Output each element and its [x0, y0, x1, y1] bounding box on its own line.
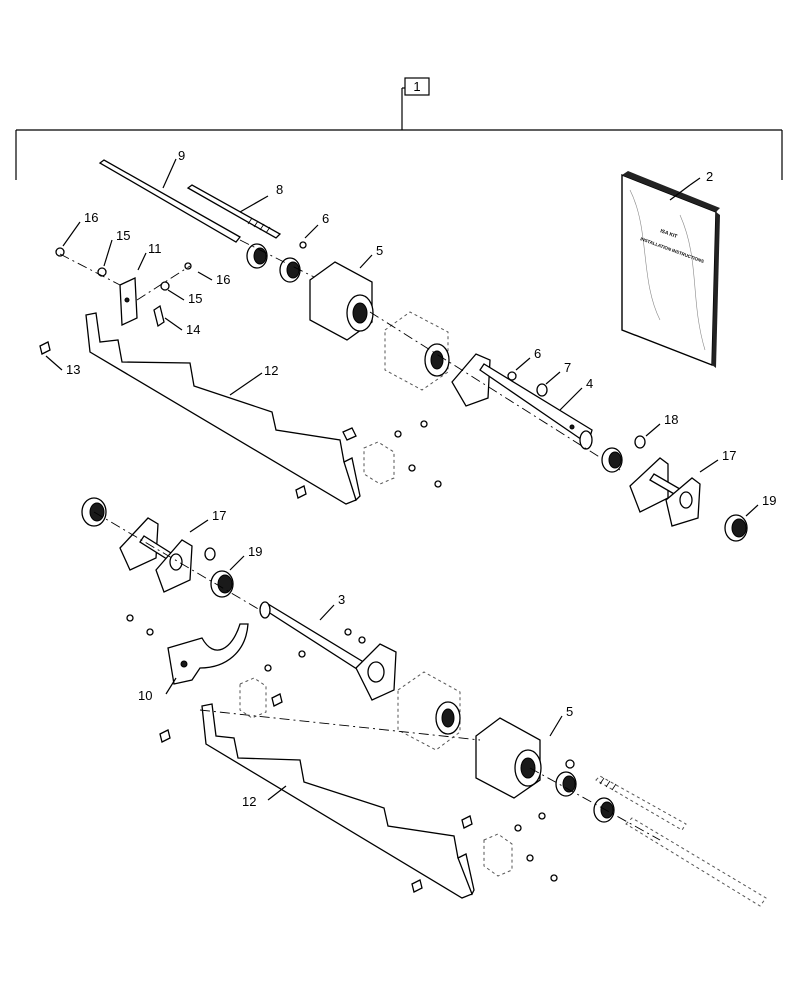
bearing-housing-5-upper: 5 — [309, 243, 383, 341]
ghost-housing-upper — [384, 311, 450, 391]
callout-18: 18 — [664, 412, 678, 427]
rod-9: 9 — [98, 148, 241, 243]
threaded-rod-8: 8 — [186, 182, 283, 239]
callout-1: 1 — [413, 79, 420, 94]
callout-19b: 19 — [248, 544, 262, 559]
callout-12b: 12 — [242, 794, 256, 809]
callout-11: 11 — [148, 241, 162, 256]
callout-15a: 15 — [116, 228, 130, 243]
kit-bracket: 1 — [15, 77, 783, 180]
hardware-upper-left: 16 15 11 16 15 14 13 — [39, 210, 230, 377]
callout-6b: 6 — [534, 346, 541, 361]
callout-15b: 15 — [188, 291, 202, 306]
callout-16a: 16 — [84, 210, 98, 225]
mount-block-lower-left — [159, 677, 283, 743]
ghost-housing-lower — [397, 671, 461, 751]
callout-2: 2 — [706, 169, 713, 184]
callout-17a: 17 — [722, 448, 736, 463]
shaft-3: 3 — [259, 592, 397, 701]
bracket-12-upper: 12 — [85, 312, 361, 505]
mount-block-lower-right — [411, 812, 558, 893]
bracket-12-lower: 12 — [199, 703, 481, 899]
guard-plate-10: 10 — [126, 614, 306, 703]
callout-3: 3 — [338, 592, 345, 607]
shaft-4: 4 6 7 — [369, 311, 621, 471]
upper-bushings: 6 — [239, 211, 341, 291]
callout-14: 14 — [186, 322, 200, 337]
callout-13: 13 — [66, 362, 80, 377]
callout-17b: 17 — [212, 508, 226, 523]
callout-10: 10 — [138, 688, 152, 703]
callout-12a: 12 — [264, 363, 278, 378]
manual-title: ISA KIT — [659, 228, 678, 240]
callout-5b: 5 — [566, 704, 573, 719]
left-lower-hardware: 17 19 — [81, 497, 262, 611]
callout-7: 7 — [564, 360, 571, 375]
callout-5a: 5 — [376, 243, 383, 258]
callout-4: 4 — [586, 376, 593, 391]
callout-16b: 16 — [216, 272, 230, 287]
callout-9: 9 — [178, 148, 185, 163]
instruction-manual: ISA KIT INSTALLATION INSTRUCTIONS 2 — [621, 169, 720, 368]
right-upper-hardware: 18 17 19 — [601, 412, 776, 542]
callout-19a: 19 — [762, 493, 776, 508]
mount-block-upper — [295, 420, 442, 499]
callout-8: 8 — [276, 182, 283, 197]
callout-6a: 6 — [322, 211, 329, 226]
bearing-housing-5-lower: 5 — [475, 704, 575, 799]
lower-right-rods — [529, 767, 767, 907]
